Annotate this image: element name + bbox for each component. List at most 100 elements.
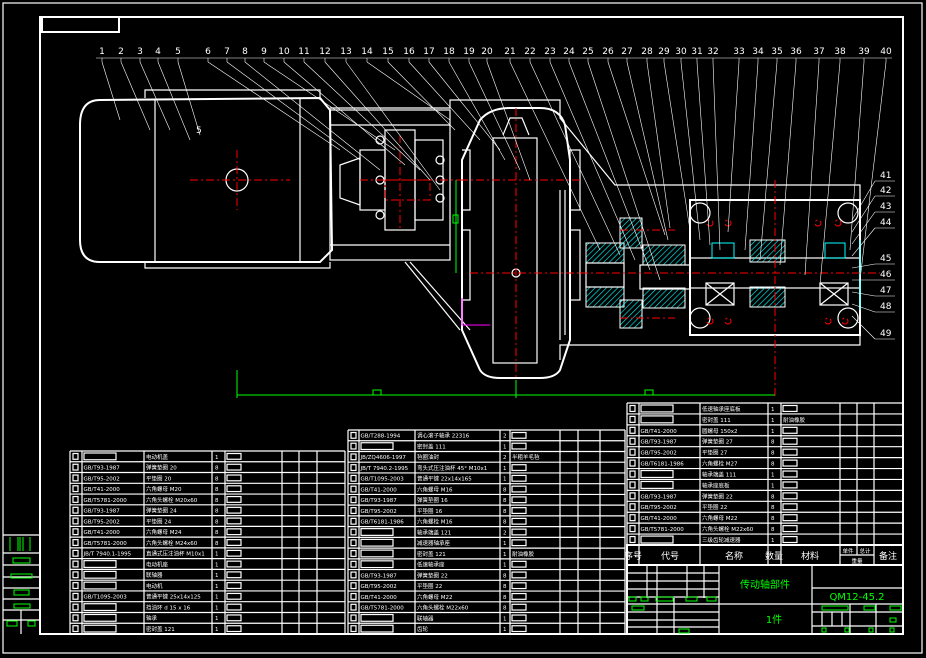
part-number: 17	[423, 47, 434, 57]
sequence-number-box	[350, 592, 357, 600]
part-name: 减速器轴承座	[417, 539, 451, 547]
part-qty: 1	[215, 605, 219, 611]
line	[819, 282, 849, 306]
sequence-number-box	[350, 582, 357, 590]
motor-coupling	[339, 129, 460, 231]
bearing	[819, 282, 849, 306]
material-placeholder	[782, 404, 798, 413]
part-code: GB/T6181-1986	[641, 462, 685, 468]
part-code: GB/T5781-2000	[84, 498, 128, 504]
part-name: 六角头螺栓 M20x60	[146, 496, 198, 504]
part-name: 圆螺母 150x2	[702, 427, 738, 435]
part-name: 六角头螺栓 M22x60	[702, 525, 754, 533]
material-placeholder	[782, 492, 798, 500]
part-code: JB/T 7940.1-1995	[83, 552, 132, 558]
part-code-placeholder	[640, 535, 674, 544]
sequence-number-box	[72, 560, 79, 568]
dimension-text-box	[452, 214, 459, 224]
leader-line	[448, 61, 506, 161]
sequence-number-box	[629, 503, 636, 511]
part-number: 4	[155, 47, 161, 57]
part-number: 8	[242, 47, 248, 57]
material-placeholder	[782, 448, 798, 456]
part-name: 密封盖 121	[417, 550, 446, 558]
title-green-box	[678, 628, 690, 634]
leader-line	[626, 61, 669, 241]
part-code: JB/ZQ4606-1997	[360, 455, 407, 461]
material-placeholder	[226, 517, 242, 525]
part-number: 18	[443, 47, 455, 57]
part-code-placeholder	[83, 603, 117, 612]
bolt-icon	[724, 317, 732, 325]
sequence-number-box	[72, 463, 79, 471]
leader-line	[345, 61, 441, 191]
part-number: 16	[403, 47, 415, 57]
part-name: 六角螺母 M20	[146, 485, 182, 493]
title-green-box	[821, 605, 849, 611]
part-name: 六角头螺栓 M24x60	[146, 539, 198, 547]
title-green-box	[655, 596, 674, 602]
material-placeholder	[782, 514, 798, 522]
part-qty: 8	[503, 487, 507, 493]
part-number: 42	[880, 186, 891, 196]
leader-line	[408, 61, 481, 141]
part-qty: 8	[503, 520, 507, 526]
sequence-number-box	[72, 485, 79, 493]
material-placeholder	[511, 442, 527, 450]
leader-line	[428, 61, 501, 151]
sequence-number-box	[629, 437, 636, 445]
part-code-placeholder	[640, 404, 674, 413]
material-placeholder	[782, 535, 798, 544]
dimension-text-box	[372, 389, 382, 396]
leader-line	[366, 61, 451, 121]
part-number: 33	[733, 47, 744, 57]
part-code-placeholder	[640, 415, 674, 424]
part-qty: 8	[215, 476, 219, 482]
part-qty: 8	[771, 440, 775, 446]
part-number: 30	[675, 47, 687, 57]
motor-base	[329, 109, 451, 261]
part-material: 耐油橡胶	[783, 416, 806, 424]
part-name: 密封盖 111	[417, 442, 446, 450]
part-number: 44	[880, 218, 892, 228]
leader-line	[680, 61, 701, 241]
sequence-number-box	[350, 603, 357, 611]
part-code-placeholder	[360, 538, 394, 547]
dimension-text-box	[644, 389, 654, 396]
gearbox-housing	[461, 107, 571, 379]
part-number: 39	[858, 47, 870, 57]
part-qty: 2	[503, 434, 507, 440]
part-qty: 1	[503, 616, 507, 622]
sequence-number-box	[72, 474, 79, 482]
part-qty: 8	[215, 541, 219, 547]
bolt-icon	[841, 317, 849, 325]
part-qty: 8	[215, 519, 219, 525]
sequence-number-box	[629, 426, 636, 434]
coupling-section	[619, 299, 643, 329]
leader-line	[157, 61, 191, 141]
part-qty: 8	[215, 487, 219, 493]
leader-line	[663, 61, 691, 231]
part-name: 六角螺母 M22	[417, 593, 453, 601]
bolt-icon	[435, 155, 445, 165]
bearing-housing	[689, 199, 861, 336]
